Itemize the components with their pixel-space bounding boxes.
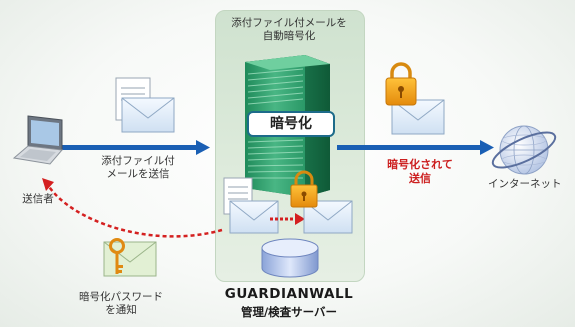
encryption-badge: 暗号化 — [247, 111, 335, 137]
encrypted-mail-icon — [391, 99, 445, 135]
lock-icon — [385, 62, 417, 106]
send-mail-label: 添付ファイル付 メールを送信 — [101, 155, 175, 180]
encrypted-send-arrow — [337, 140, 494, 155]
encrypt-process-arrow — [270, 213, 305, 225]
encrypted-send-label: 暗号化されて 送信 — [387, 158, 453, 185]
product-name: GUARDIANWALL — [224, 286, 354, 302]
password-notify-arrow — [42, 178, 223, 238]
mail-with-attachment-icon — [115, 77, 175, 133]
laptop-icon — [12, 115, 63, 165]
inner-mail-icon — [223, 177, 279, 234]
globe-icon — [491, 125, 557, 175]
database-icon — [261, 238, 319, 278]
send-arrow — [62, 140, 210, 155]
password-notice-label: 暗号化パスワード を通知 — [79, 291, 163, 316]
internet-label: インターネット — [488, 178, 562, 190]
sender-label: 送信者 — [22, 193, 54, 205]
inner-lock-icon — [290, 170, 318, 208]
key-icon — [109, 238, 125, 274]
server-subtitle: 管理/検査サーバー — [240, 305, 338, 319]
server-panel-label: 添付ファイル付メールを 自動暗号化 — [231, 17, 347, 42]
